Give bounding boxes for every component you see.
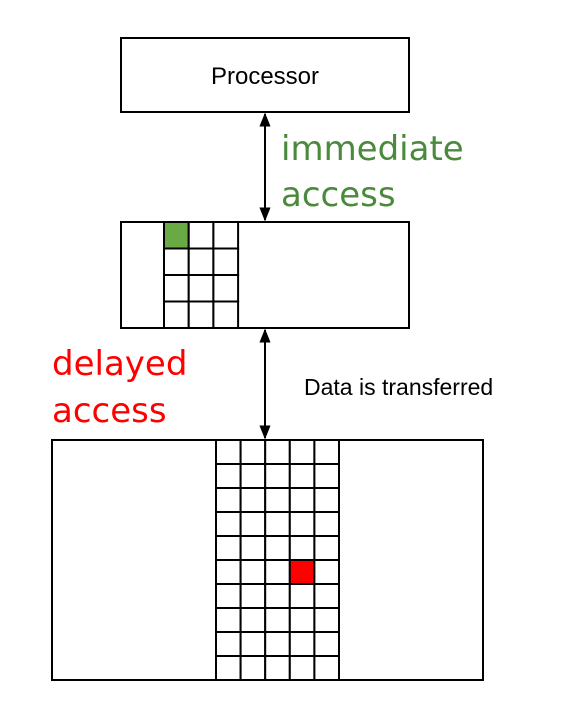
cache-cell (187, 300, 215, 329)
memory-cell (313, 511, 340, 537)
memory-cell (313, 631, 340, 657)
cache-cell (212, 274, 240, 303)
delayed-access-label-line2: access (52, 391, 167, 431)
memory-cell (288, 463, 316, 489)
memory-cell (264, 631, 291, 657)
memory-cell (239, 463, 267, 489)
memory-cell (264, 463, 291, 489)
memory-cell (288, 583, 316, 609)
memory-grid (215, 439, 340, 681)
memory-cell (215, 583, 242, 609)
processor-label: Processor (211, 63, 319, 90)
memory-cell (288, 655, 316, 681)
memory-cell (215, 655, 242, 681)
cache-cell (187, 247, 215, 276)
memory-cell (313, 583, 340, 609)
memory-cell (313, 559, 340, 585)
memory-cell (288, 631, 316, 657)
immediate-access-label-line1: immediate (281, 129, 464, 169)
memory-cell (264, 487, 291, 513)
memory-cell (239, 655, 267, 681)
memory-cell (313, 463, 340, 489)
memory-cell (215, 607, 242, 633)
memory-cell (239, 631, 267, 657)
memory-cell (313, 607, 340, 633)
cache-cell (212, 247, 240, 276)
memory-cell (264, 655, 291, 681)
memory-cell (215, 463, 242, 489)
transfer-label: Data is transferred (304, 374, 493, 400)
cache-grid (163, 221, 240, 329)
cache-cell (163, 274, 190, 303)
immediate-access-label-line2: access (281, 175, 396, 215)
memory-cell (239, 559, 267, 585)
memory-cell (288, 607, 316, 633)
memory-cell (239, 487, 267, 513)
memory-cell (215, 535, 242, 561)
memory-cell (215, 511, 242, 537)
memory-cell (264, 607, 291, 633)
memory-cell (239, 439, 267, 465)
memory-cell (313, 487, 340, 513)
memory-cell (264, 583, 291, 609)
cache-cell (163, 300, 190, 329)
memory-cell (264, 559, 291, 585)
memory-cell (288, 487, 316, 513)
memory-cell (264, 535, 291, 561)
cache-cell (212, 221, 240, 250)
memory-cell (288, 511, 316, 537)
memory-cell (239, 511, 267, 537)
memory-cell (215, 487, 242, 513)
cache-cell (187, 274, 215, 303)
memory-cell (313, 439, 340, 465)
processor-box (120, 37, 410, 113)
memory-cell (239, 583, 267, 609)
memory-cell (215, 439, 242, 465)
memory-cell (288, 535, 316, 561)
delayed-access-label-line1: delayed (52, 344, 187, 384)
cache-highlighted-cell (163, 221, 190, 250)
cache-cell (163, 247, 190, 276)
memory-cell (215, 631, 242, 657)
memory-cell (239, 535, 267, 561)
cache-cell (212, 300, 240, 329)
memory-cell (313, 535, 340, 561)
memory-cell (313, 655, 340, 681)
memory-cell (288, 439, 316, 465)
cache-cell (187, 221, 215, 250)
memory-highlighted-cell (288, 559, 316, 585)
memory-cell (264, 439, 291, 465)
memory-cell (239, 607, 267, 633)
memory-cell (215, 559, 242, 585)
memory-cell (264, 511, 291, 537)
